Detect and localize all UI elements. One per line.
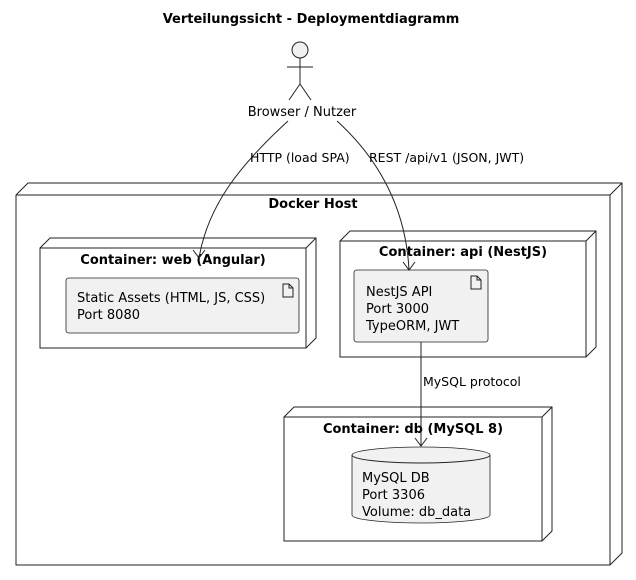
web-container-label: Container: web (Angular) [80,253,265,268]
artifact-line: Static Assets (HTML, JS, CSS) [77,291,265,306]
artifact-icon [470,275,482,290]
actor-figure-icon [287,41,313,101]
edge-actor-to-web: HTTP (load SPA) [192,120,350,259]
mysql-database-cylinder: MySQL DB Port 3306 Volume: db_data [351,446,491,524]
svg-text:MySQL DB Port 3306: MySQL DB Port 3306 Volume: db_data [362,471,471,520]
svg-text:Static Assets (HTML, JS, CSS): Static Assets (HTML, JS, CSS) Port 8080 [77,291,269,323]
artifact-line: Port 8080 [77,308,140,323]
nestjs-api-artifact: NestJS API Port 3000 TypeORM, JWT [353,269,489,343]
edge-label: MySQL protocol [423,374,521,389]
web-container-node: Container: web (Angular) Static Assets (… [39,237,317,349]
diagram-title: Verteilungssicht - Deploymentdiagramm [163,12,460,27]
api-container-label: Container: api (NestJS) [379,245,547,260]
database-line: MySQL DB [362,471,430,486]
edge-label: REST /api/v1 (JSON, JWT) [369,150,524,165]
static-assets-artifact: Static Assets (HTML, JS, CSS) Port 8080 [65,277,300,334]
actor-label: Browser / Nutzer [248,105,357,120]
artifact-icon [282,283,294,298]
artifact-line: TypeORM, JWT [365,319,459,334]
artifact-line: NestJS API [366,285,432,300]
docker-host-label: Docker Host [268,197,357,212]
svg-text:NestJS API Port 3000: NestJS API Port 3000 TypeORM, JWT [365,285,459,334]
db-container-label: Container: db (MySQL 8) [323,422,503,437]
edge-api-to-db: MySQL protocol [414,342,521,447]
edge-label: HTTP (load SPA) [250,150,350,165]
db-container-node: Container: db (MySQL 8) MySQL DB Port 33… [283,406,553,542]
edge-actor-to-api: REST /api/v1 (JSON, JWT) [336,120,524,271]
api-container-node: Container: api (NestJS) NestJS API Port … [339,230,597,358]
artifact-line: Port 3000 [366,302,429,317]
database-line: Volume: db_data [362,505,471,520]
database-line: Port 3306 [362,488,425,503]
